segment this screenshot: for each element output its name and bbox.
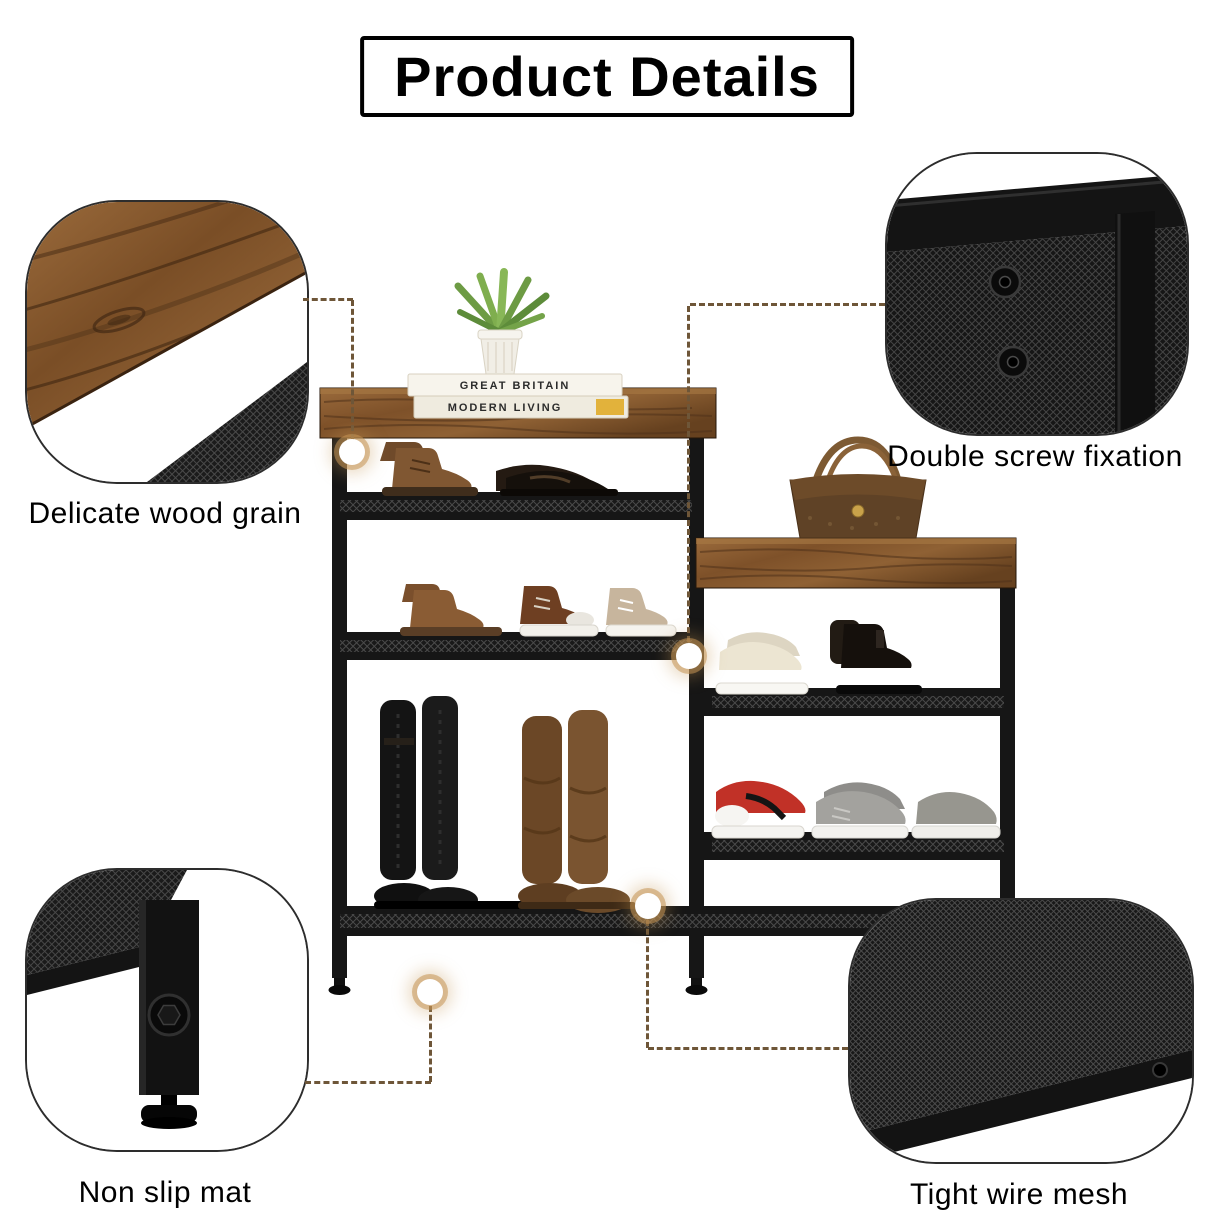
hotspot-non-slip-mat (417, 979, 443, 1005)
connector-wood-grain-h (303, 298, 353, 301)
suede-boots (400, 584, 502, 636)
callout-wood-grain (25, 200, 309, 484)
label-wire-mesh: Tight wire mesh (909, 1178, 1129, 1211)
screw-top (988, 265, 1022, 299)
shoe-rack-image: GREAT BRITAIN MODERN LIVING (319, 268, 1019, 995)
cream-sneakers (715, 632, 809, 695)
connector-mesh-v (646, 920, 649, 1048)
adjustable-foot (141, 1095, 197, 1129)
product-illustration: GREAT BRITAIN MODERN LIVING (300, 268, 1030, 1020)
potted-plant (454, 268, 550, 375)
label-screw-fixation: Double screw fixation (887, 440, 1183, 473)
wood-grain-detail-image (27, 202, 307, 482)
screw-fixation-detail-image (887, 154, 1187, 434)
hotspot-wire-mesh (635, 893, 661, 919)
black-chelsea-boots (830, 620, 922, 694)
label-wood-grain: Delicate wood grain (28, 497, 302, 530)
book-title-bottom: MODERN LIVING (448, 402, 563, 414)
hex-bolt (147, 993, 191, 1037)
connector-mesh-h (648, 1047, 848, 1050)
callout-non-slip-mat (25, 868, 309, 1152)
connector-mat-h (305, 1081, 431, 1084)
grey-knit-sneakers (811, 782, 1001, 839)
connector-wood-grain-v (351, 300, 354, 440)
hotspot-screw-fixation (676, 643, 702, 669)
black-lace-boots (374, 696, 524, 913)
screw-bottom (996, 345, 1030, 379)
beige-hightop-sneakers (605, 588, 677, 637)
brown-hightop-sneakers (519, 586, 599, 637)
wire-mesh-detail-image (850, 900, 1192, 1162)
brown-tall-boots (518, 710, 636, 913)
book-stack: GREAT BRITAIN MODERN LIVING (407, 373, 629, 419)
wood-seat-board (695, 537, 1017, 589)
red-white-sneakers (711, 780, 806, 839)
callout-screw-fixation (885, 152, 1189, 436)
label-non-slip-mat: Non slip mat (78, 1176, 252, 1209)
handbag (789, 436, 927, 539)
page-title: Product Details (360, 36, 854, 117)
connector-screw-h (690, 303, 885, 306)
hotspot-wood-grain (339, 439, 365, 465)
callout-wire-mesh (848, 898, 1194, 1164)
dress-shoes (496, 464, 618, 496)
connector-screw-v (687, 306, 690, 642)
book-title-top: GREAT BRITAIN (460, 380, 571, 392)
connector-mat-v (429, 1006, 432, 1082)
work-boots (380, 442, 478, 496)
non-slip-mat-detail-image (27, 870, 307, 1150)
